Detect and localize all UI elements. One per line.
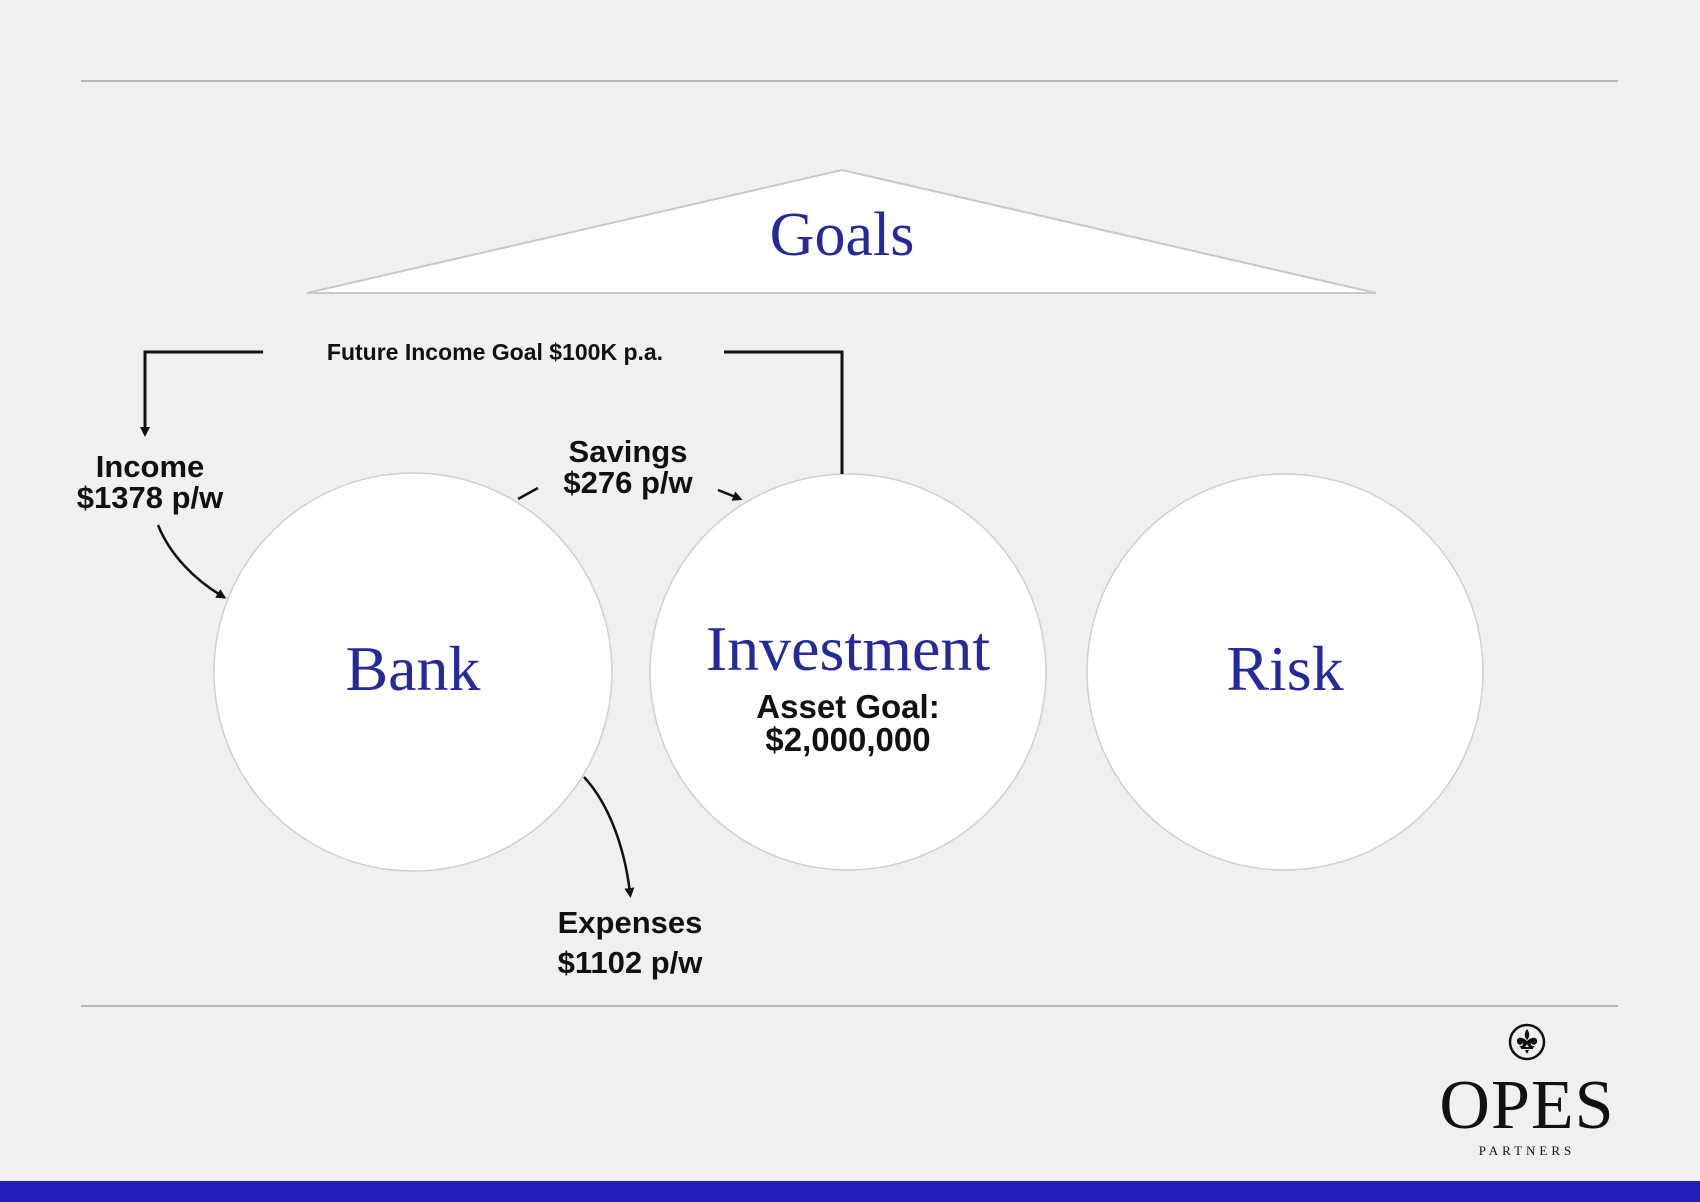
expenses-title: Expenses (557, 905, 703, 940)
expenses-arrow (583, 776, 635, 898)
savings-value: $276 p/w (563, 465, 693, 500)
asset-goal-label: Asset Goal: $2,000,000 (698, 690, 998, 756)
investment-label: Investment (705, 613, 991, 684)
income-label: Income $1378 p/w (50, 451, 250, 513)
savings-title: Savings (568, 434, 688, 469)
asset-goal-value: $2,000,000 (765, 721, 931, 758)
risk-label: Risk (1226, 633, 1344, 704)
logo-subtitle: PARTNERS (1478, 1143, 1576, 1158)
bank-circle (213, 472, 613, 872)
expenses-value: $1102 p/w (557, 945, 703, 981)
goals-label: Goals (769, 201, 915, 269)
savings-arrow-tail (517, 486, 539, 501)
opes-partners-logo: OPES PARTNERS (1432, 1022, 1622, 1159)
risk-circle (1086, 473, 1484, 871)
investment-circle (649, 473, 1047, 871)
income-arrow (156, 524, 227, 599)
logo-wordmark: OPES (1439, 1067, 1615, 1144)
income-value: $1378 p/w (76, 480, 224, 515)
top-divider (81, 80, 1618, 82)
future-income-bracket-right (724, 350, 844, 474)
bottom-accent-bar (0, 1181, 1700, 1202)
income-title: Income (95, 449, 205, 484)
future-income-bracket-left (140, 350, 263, 437)
future-income-goal-label: Future Income Goal $100K p.a. (326, 339, 664, 365)
fleur-de-lis-icon (1508, 1023, 1546, 1061)
asset-goal-title: Asset Goal: (756, 688, 940, 725)
bottom-divider (81, 1005, 1618, 1007)
expenses-label: Expenses $1102 p/w (520, 903, 740, 984)
savings-label: Savings $276 p/w (540, 436, 716, 498)
goals-roof (306, 168, 1377, 294)
savings-arrow-head (717, 488, 743, 501)
bank-label: Bank (345, 633, 481, 704)
